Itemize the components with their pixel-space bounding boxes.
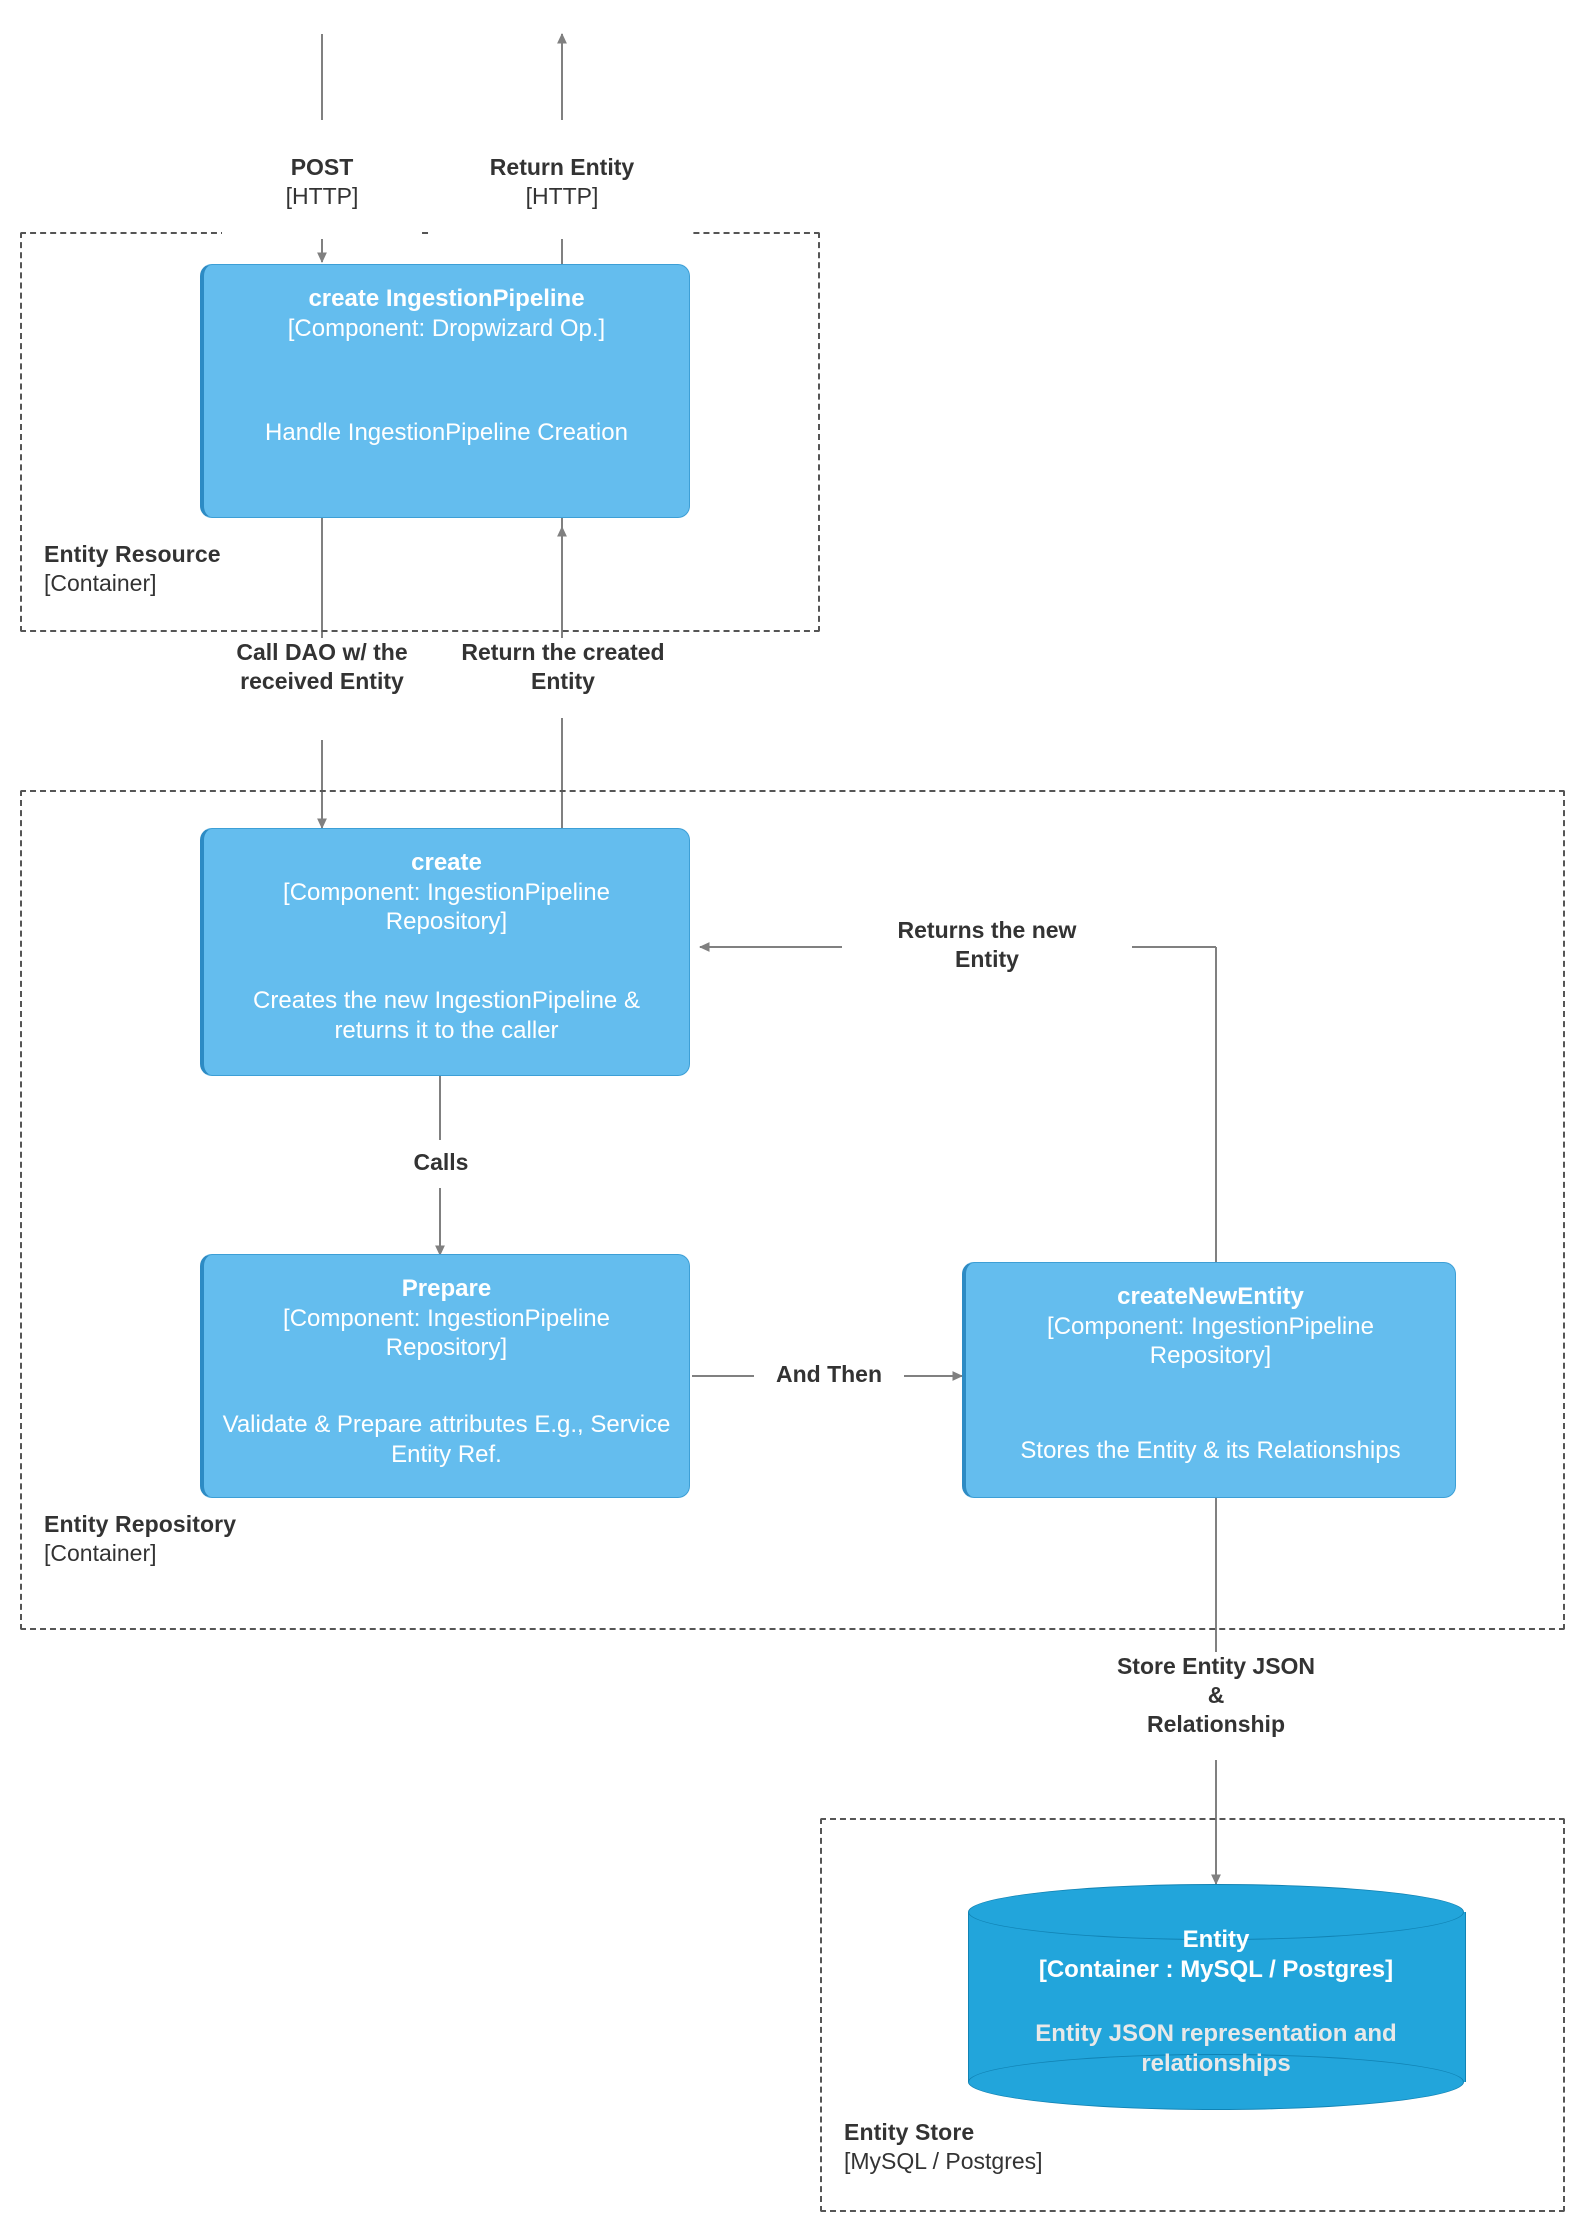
edge-label-title: Return Entity [489, 153, 635, 180]
node-create-ingestion-pipeline[interactable]: create IngestionPipeline [Component: Dro… [200, 264, 690, 518]
edge-label-store-entity-json: Store Entity JSON & Relationship [1068, 1652, 1364, 1739]
edge-label-return-created-entity: Return the created Entity [422, 638, 704, 696]
node-tech: [Component: IngestionPipeline Repository… [1047, 1313, 1374, 1370]
cylinder-top-ellipse [968, 1884, 1464, 1940]
boundary-subtitle: [MySQL / Postgres] [844, 2148, 1043, 2175]
edge-label-call-dao: Call DAO w/ the received Entity [192, 638, 452, 696]
edge-label-subtitle: [HTTP] [525, 182, 599, 209]
node-description: Stores the Entity & its Relationships [1020, 1436, 1401, 1464]
node-title: create IngestionPipeline [308, 285, 585, 312]
node-tech: [Component: IngestionPipeline Repository… [283, 879, 610, 936]
boundary-title: Entity Resource [44, 541, 221, 567]
node-title: create [411, 849, 482, 876]
cylinder-bottom-ellipse [968, 2054, 1464, 2110]
node-title: createNewEntity [1117, 1283, 1304, 1310]
node-tech: [Component: IngestionPipeline Repository… [283, 1305, 610, 1362]
node-create-new-entity[interactable]: createNewEntity [Component: IngestionPip… [962, 1262, 1456, 1498]
boundary-title: Entity Repository [44, 1511, 237, 1537]
edge-label-and-then: And Then [754, 1360, 904, 1389]
boundary-label-entity-repository: Entity Repository [Container] [44, 1510, 236, 1569]
boundary-subtitle: [Container] [44, 1540, 157, 1567]
boundary-entity-store [820, 1818, 1565, 2212]
boundary-label-entity-resource: Entity Resource [Container] [44, 540, 221, 599]
node-title: Prepare [401, 1275, 492, 1302]
database-title: Entity [1182, 1926, 1250, 1953]
database-tech: [Container : MySQL / Postgres] [1038, 1956, 1394, 1984]
edge-label-title: POST [290, 153, 354, 180]
node-create[interactable]: create [Component: IngestionPipeline Rep… [200, 828, 690, 1076]
node-tech: [Component: Dropwizard Op.] [287, 315, 606, 343]
edge-label-post: POST [HTTP] [222, 124, 422, 239]
boundary-entity-repository [20, 790, 1565, 1630]
database-entity[interactable]: Entity [Container : MySQL / Postgres] En… [968, 1884, 1466, 2110]
node-description: Handle IngestionPipeline Creation [265, 418, 628, 446]
boundary-subtitle: [Container] [44, 570, 157, 597]
edge-label-return-entity: Return Entity [HTTP] [432, 124, 692, 239]
database-text-block: Entity [Container : MySQL / Postgres] En… [968, 1924, 1464, 2110]
database-description: Entity JSON representation and relations… [1035, 2020, 1397, 2078]
edge-label-subtitle: [HTTP] [285, 182, 359, 209]
boundary-title: Entity Store [844, 2119, 975, 2145]
node-prepare[interactable]: Prepare [Component: IngestionPipeline Re… [200, 1254, 690, 1498]
boundary-label-entity-store: Entity Store [MySQL / Postgres] [844, 2118, 1043, 2177]
node-description: Validate & Prepare attributes E.g., Serv… [222, 1411, 671, 1468]
node-description: Creates the new IngestionPipeline & retu… [253, 987, 640, 1044]
edge-label-calls: Calls [380, 1148, 502, 1177]
edge-label-returns-new-entity: Returns the new Entity [842, 916, 1132, 974]
